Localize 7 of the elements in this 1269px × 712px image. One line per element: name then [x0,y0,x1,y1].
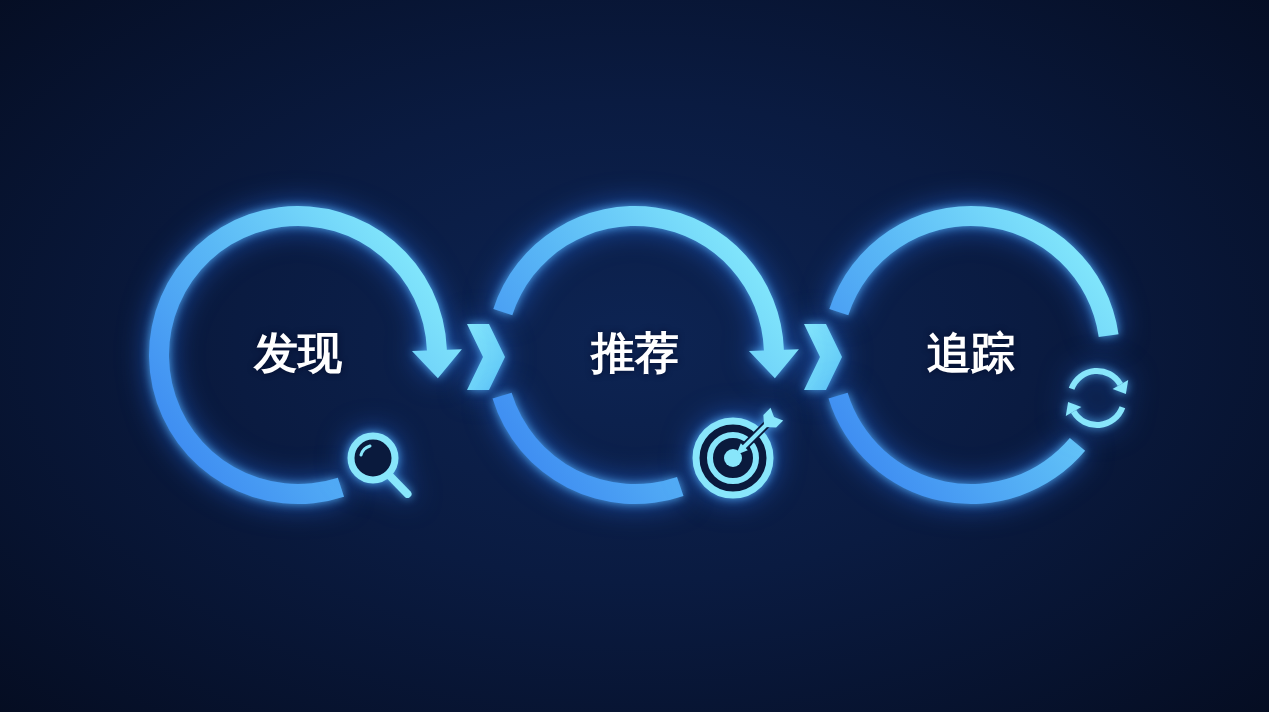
step-ring [149,206,462,504]
step-label: 推荐 [591,331,679,375]
chevron-arrow [804,324,842,390]
step-label: 发现 [254,331,342,375]
step-ring [828,206,1119,504]
step-ring [492,206,799,504]
step-label: 追踪 [927,331,1015,375]
